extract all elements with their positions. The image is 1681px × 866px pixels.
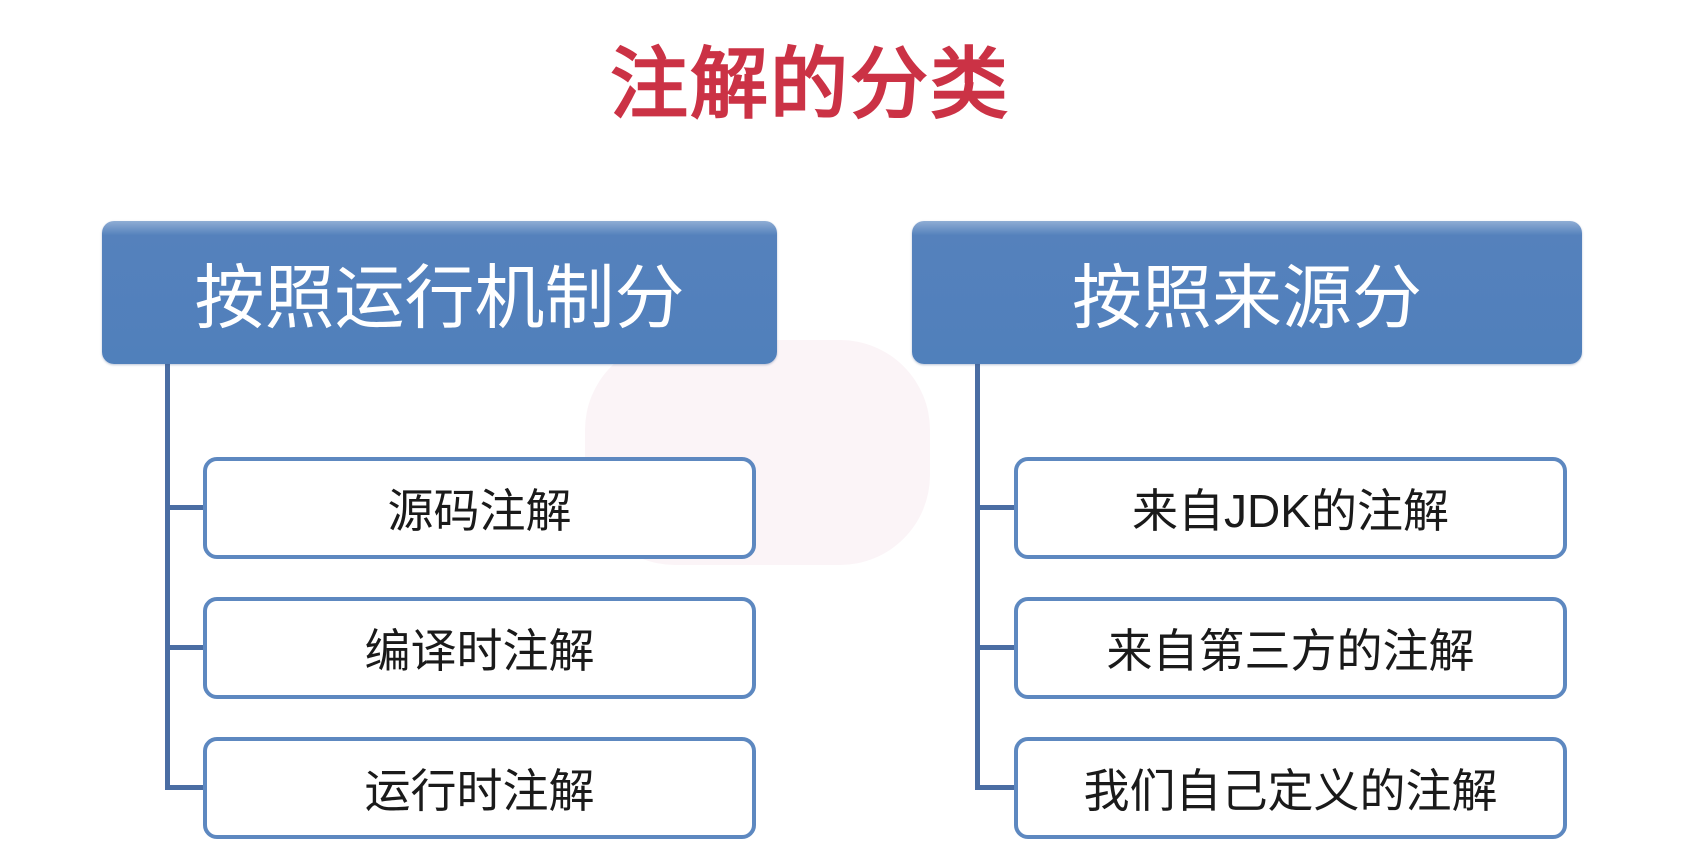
node-source-annotation: 源码注解 [203,457,756,559]
connector-stub-left-1 [165,505,205,510]
node-custom-annotation: 我们自己定义的注解 [1014,737,1567,839]
connector-trunk-right [975,364,980,790]
connector-stub-left-2 [165,645,205,650]
connector-stub-right-3 [975,785,1016,790]
group-header-source: 按照来源分 [912,221,1582,364]
node-runtime-annotation: 运行时注解 [203,737,756,839]
connector-trunk-left [165,364,170,790]
group-header-mechanism: 按照运行机制分 [102,221,777,364]
node-compile-time-annotation: 编译时注解 [203,597,756,699]
node-thirdparty-annotation: 来自第三方的注解 [1014,597,1567,699]
connector-stub-right-1 [975,505,1016,510]
node-jdk-annotation: 来自JDK的注解 [1014,457,1567,559]
connector-stub-right-2 [975,645,1016,650]
page-title: 注解的分类 [609,40,1010,128]
connector-stub-left-3 [165,785,205,790]
